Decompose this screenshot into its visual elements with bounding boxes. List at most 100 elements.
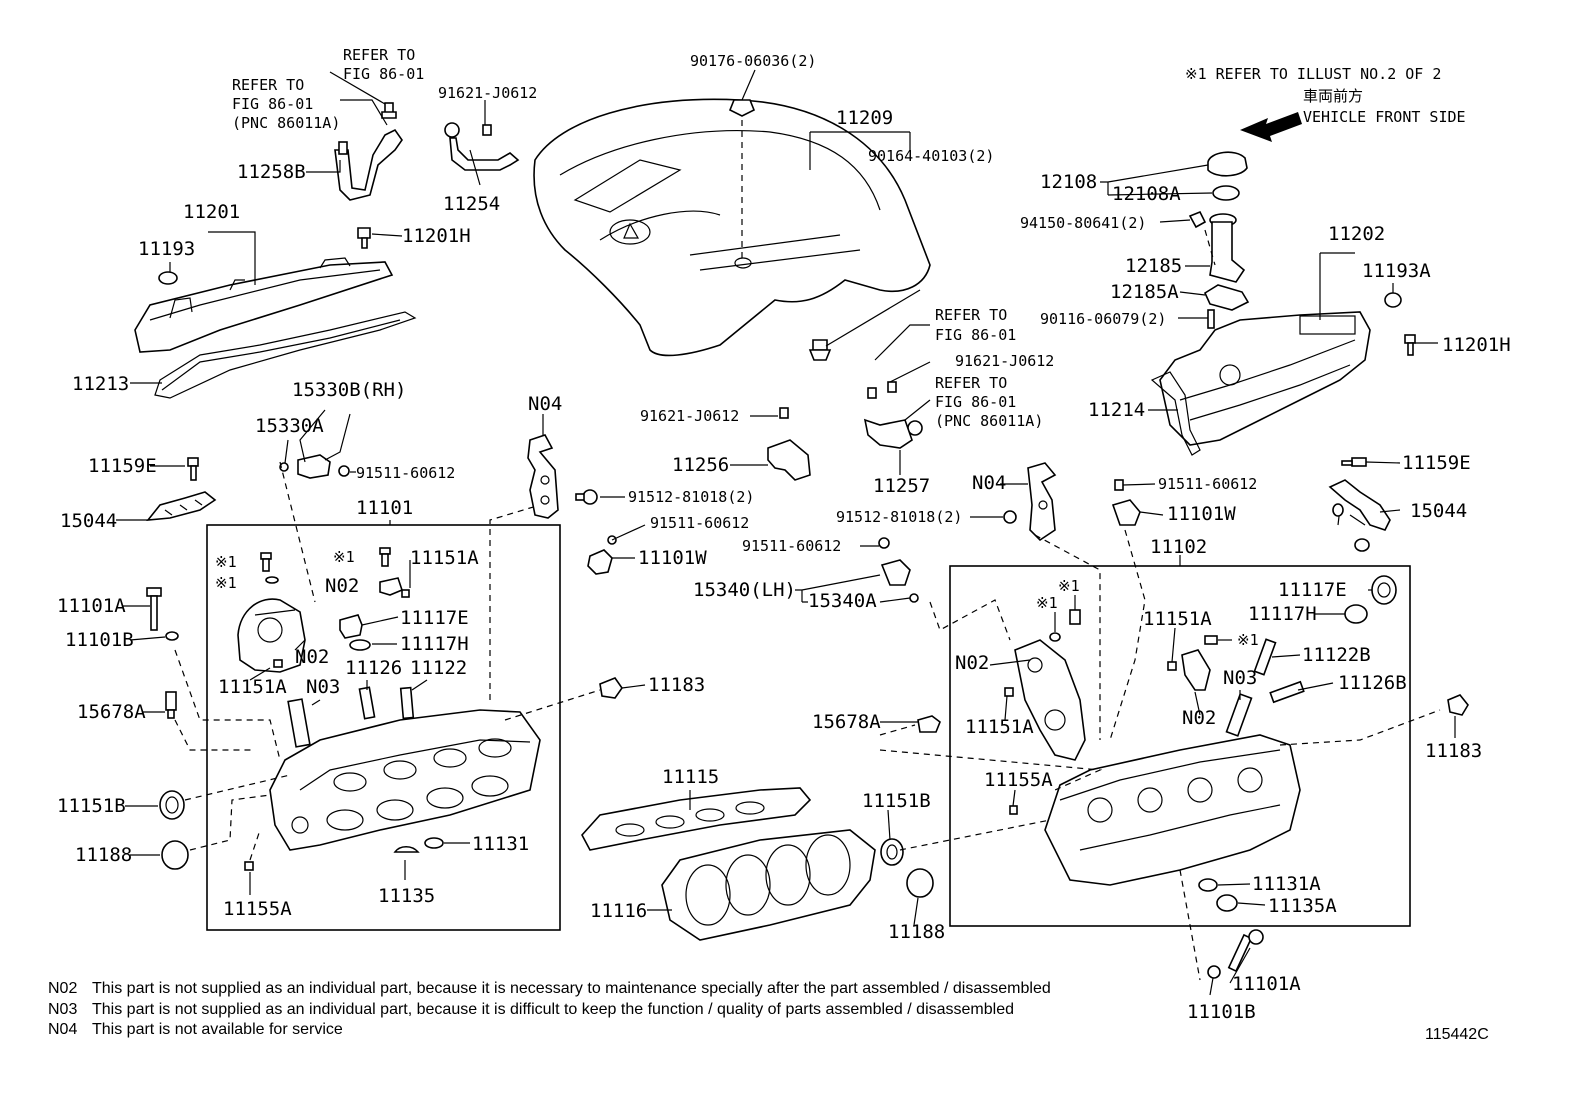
label-11201: 11201 bbox=[183, 201, 240, 223]
head-cover-right bbox=[1159, 311, 1371, 446]
label-11155A-right: 11155A bbox=[984, 769, 1053, 791]
label-91621-top: 91621-J0612 bbox=[438, 84, 537, 102]
label-refer-mid2-3: (PNC 86011A) bbox=[935, 412, 1043, 430]
seal-11151B-left bbox=[159, 790, 185, 820]
bolt-90164 bbox=[808, 339, 832, 361]
label-11209: 11209 bbox=[836, 107, 893, 129]
label-star1-c: ※1 bbox=[333, 548, 355, 566]
label-N02-a: N02 bbox=[325, 575, 359, 597]
valve-11101W-left bbox=[587, 535, 617, 575]
plug-11193A bbox=[1384, 292, 1402, 308]
washer-11101B-right bbox=[1207, 965, 1221, 979]
pin-11126B bbox=[1269, 680, 1305, 704]
label-N04-right: N04 bbox=[972, 472, 1006, 494]
dash-16 bbox=[1179, 869, 1201, 981]
stud-11151A-c bbox=[1004, 687, 1014, 697]
label-star1-a: ※1 bbox=[215, 553, 237, 571]
label-11258B: 11258B bbox=[237, 161, 306, 183]
gasket-11214 bbox=[1150, 371, 1201, 456]
plug-11193 bbox=[158, 271, 178, 285]
label-11122: 11122 bbox=[410, 657, 467, 679]
label-refer-left-2: FIG 86-01 bbox=[232, 95, 313, 113]
oil-pipe-15044-right bbox=[1328, 479, 1391, 552]
label-jp-front: 車両前方 bbox=[1303, 87, 1363, 105]
bracket-N04-left bbox=[527, 434, 559, 519]
washer-star1-b bbox=[265, 576, 279, 584]
label-11201H-right: 11201H bbox=[1442, 334, 1511, 356]
sensor-15678A-left bbox=[165, 691, 177, 719]
label-91511-mid: 91511-60612 bbox=[650, 514, 749, 532]
label-11101W-right: 11101W bbox=[1167, 503, 1236, 525]
bolt-11101A-left bbox=[146, 587, 162, 631]
oring-11117H-b bbox=[1344, 604, 1368, 624]
label-11256: 11256 bbox=[672, 454, 729, 476]
label-15340LH: 15340(LH) bbox=[693, 579, 796, 601]
bracket-11258B bbox=[334, 128, 403, 201]
label-N03-b: N03 bbox=[1223, 667, 1257, 689]
label-11101: 11101 bbox=[356, 497, 413, 519]
dash-12 bbox=[899, 819, 1051, 851]
dash-8 bbox=[489, 504, 541, 700]
cylinder-head-right bbox=[1044, 734, 1301, 886]
label-11102: 11102 bbox=[1150, 536, 1207, 558]
bolt-91512-left bbox=[575, 489, 598, 505]
stud-11151A-b bbox=[273, 659, 283, 668]
pin-11155A-right bbox=[1009, 805, 1018, 815]
label-11193: 11193 bbox=[138, 238, 195, 260]
dash-4 bbox=[184, 774, 291, 801]
dash-14 bbox=[1109, 529, 1146, 741]
label-11126: 11126 bbox=[345, 657, 402, 679]
part-labels: REFER TO FIG 86-01 REFER TO FIG 86-01 (P… bbox=[57, 46, 1511, 1023]
oil-control-valve-15340 bbox=[878, 537, 919, 603]
dash-6 bbox=[249, 829, 261, 861]
label-refer-top-2: FIG 86-01 bbox=[343, 65, 424, 83]
oil-filler-cap-12108 bbox=[1207, 151, 1248, 177]
plug-11188-left bbox=[161, 840, 189, 870]
label-11155A-left: 11155A bbox=[223, 898, 292, 920]
cam-cap-N02-d bbox=[1181, 649, 1211, 691]
gasket-11115 bbox=[581, 787, 812, 851]
label-refer-mid-2: FIG 86-01 bbox=[935, 326, 1016, 344]
dash-13 bbox=[1034, 534, 1101, 740]
label-91512-right: 91512-81018(2) bbox=[836, 508, 962, 526]
bolt-91512-right bbox=[1003, 510, 1017, 524]
label-11202: 11202 bbox=[1328, 223, 1385, 245]
bolt-11159E-right bbox=[1341, 457, 1367, 467]
label-90116: 90116-06079(2) bbox=[1040, 310, 1166, 328]
leader-lines bbox=[116, 69, 1456, 996]
stud-90116 bbox=[1207, 309, 1215, 329]
bracket-11256 bbox=[767, 407, 811, 481]
label-11116: 11116 bbox=[590, 900, 647, 922]
label-15330A: 15330A bbox=[255, 415, 324, 437]
nut-94150 bbox=[1188, 210, 1207, 229]
bolt-top-fig86 bbox=[381, 102, 397, 119]
label-91511-mid2: 91511-60612 bbox=[742, 537, 841, 555]
plug-11117E-a bbox=[339, 614, 363, 639]
oil-control-valve-15330 bbox=[279, 454, 350, 479]
dash-10 bbox=[879, 724, 916, 736]
seal-11151B-mid bbox=[880, 838, 904, 866]
note-code-N04: N04 bbox=[48, 1021, 77, 1038]
label-91511-left: 91511-60612 bbox=[356, 464, 455, 482]
dash-9 bbox=[929, 599, 1011, 641]
oil-pipe-15044-left bbox=[146, 491, 217, 521]
dash-5 bbox=[189, 794, 271, 851]
plug-11183-mid bbox=[599, 677, 623, 699]
label-illust-ref: ※1 REFER TO ILLUST NO.2 OF 2 bbox=[1185, 65, 1441, 83]
washer-11131 bbox=[424, 837, 444, 849]
label-11135: 11135 bbox=[378, 885, 435, 907]
label-star1-b: ※1 bbox=[215, 574, 237, 592]
label-refer-mid-1: REFER TO bbox=[935, 306, 1007, 324]
label-11101B-left: 11101B bbox=[65, 629, 134, 651]
dash-7 bbox=[504, 689, 601, 721]
label-15678A-mid: 15678A bbox=[812, 711, 881, 733]
leader-90164-b bbox=[825, 289, 921, 347]
label-N02-c: N02 bbox=[955, 652, 989, 674]
label-11188-left: 11188 bbox=[75, 844, 132, 866]
plug-11188-mid bbox=[906, 868, 934, 898]
figure-id: 115442C bbox=[1425, 1026, 1489, 1043]
bolt-11201H-right bbox=[1404, 334, 1416, 356]
pin-11126 bbox=[358, 686, 376, 720]
note-text-N04: This part is not available for service bbox=[92, 1021, 343, 1038]
